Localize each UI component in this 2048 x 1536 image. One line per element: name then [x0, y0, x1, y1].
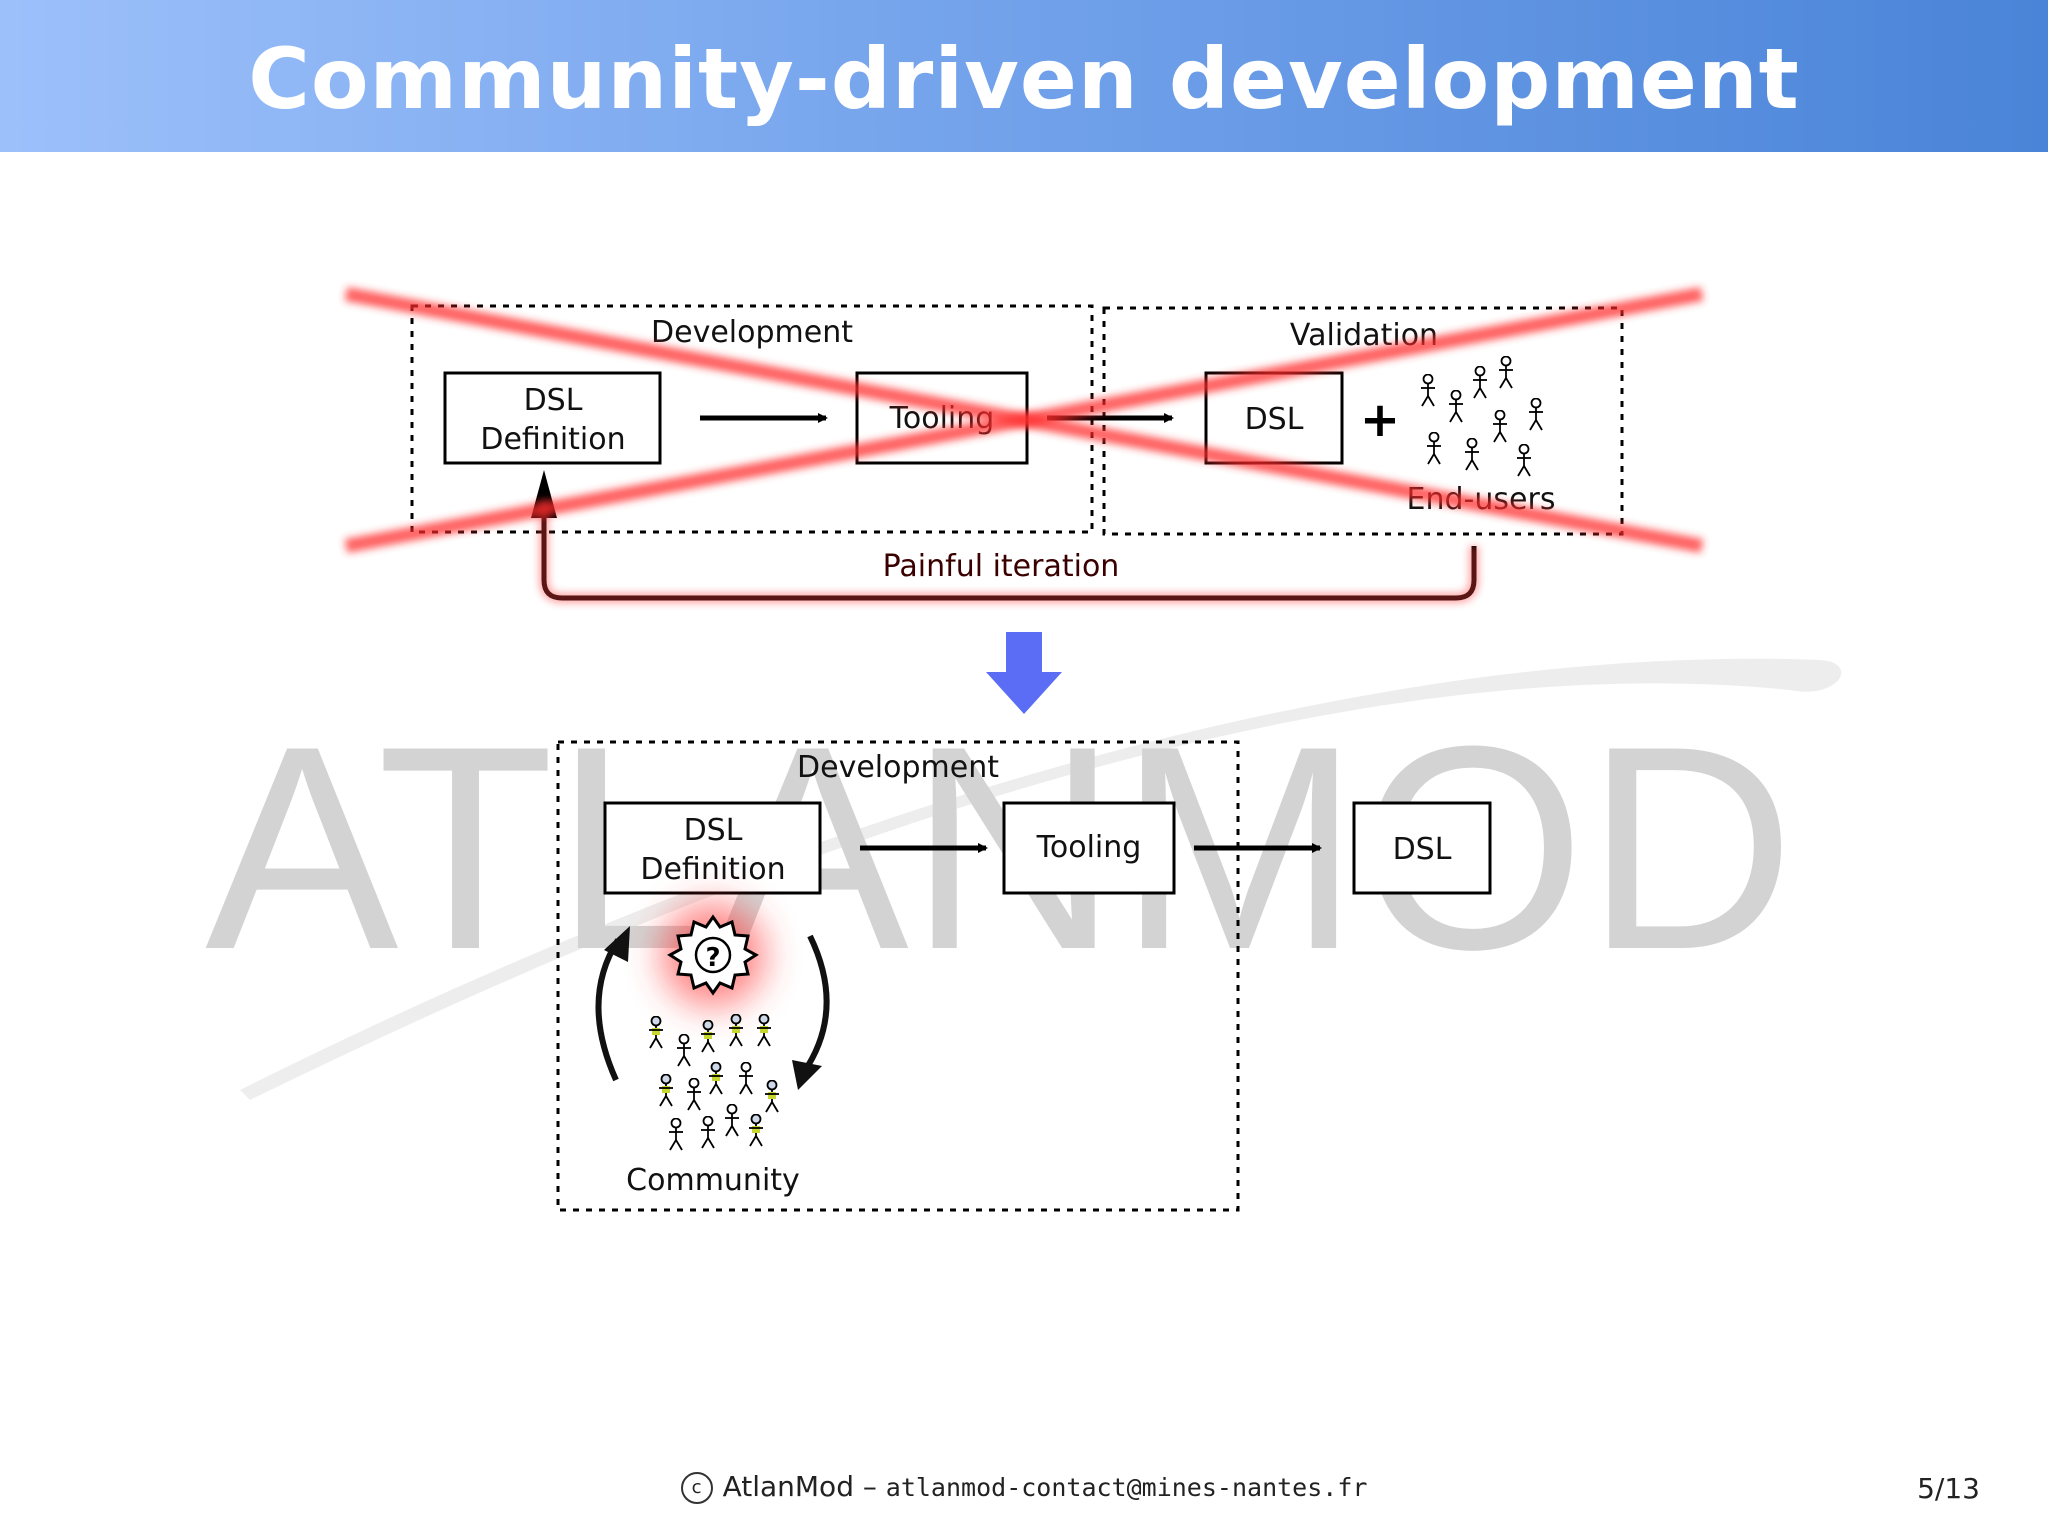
footer: c AtlanMod – atlanmod-contact@mines-nante…	[0, 1470, 2048, 1504]
top-development-label: Development	[651, 315, 853, 350]
page-number: 5/13	[1917, 1472, 1980, 1505]
watermark: ATLANMOD	[205, 658, 1842, 1100]
cycle-arrow-up	[595, 938, 621, 1082]
top-diagram: Development Validation DSL Definition To…	[344, 287, 1704, 603]
bottom-development-label: Development	[797, 750, 999, 785]
slide-title: Community-driven development	[248, 30, 1800, 128]
bottom-dsl-box	[1352, 801, 1492, 895]
top-dsl-definition-line1: DSL	[524, 383, 583, 418]
copyright-icon: c	[680, 1472, 713, 1504]
title-bar: Community-driven development	[0, 0, 2048, 152]
bottom-dsl-label: DSL	[1393, 832, 1452, 867]
gear-question-mark: ?	[705, 943, 720, 973]
bottom-dsl-definition-line1: DSL	[684, 813, 743, 848]
community-group	[648, 1014, 780, 1151]
bottom-dsl-definition-line2: Definition	[640, 852, 785, 887]
strike-cross	[344, 287, 1704, 553]
top-dsl-definition-box	[443, 371, 662, 465]
footer-org: AtlanMod –	[722, 1470, 877, 1503]
bottom-development-frame	[556, 740, 1240, 1212]
top-dsl-definition-line2: Definition	[480, 422, 625, 457]
bottom-diagram: Development DSL Definition Tooling DSL ?	[556, 740, 1492, 1212]
gear-question-icon: ?	[667, 914, 759, 996]
watermark-text: ATLANMOD	[205, 686, 1795, 1010]
footer-email[interactable]: atlanmod-contact@mines-nantes.fr	[885, 1473, 1368, 1502]
end-users-group	[1420, 356, 1544, 477]
bottom-dsl-definition-box	[603, 801, 822, 895]
painful-iteration-label: Painful iteration	[883, 549, 1120, 584]
bottom-tooling-box	[1002, 801, 1176, 895]
validation-frame	[1102, 306, 1624, 536]
transition-down-arrow	[986, 632, 1062, 714]
plus-sign: +	[1360, 392, 1400, 448]
community-label: Community	[626, 1163, 800, 1198]
bottom-tooling-label: Tooling	[1036, 830, 1142, 865]
cycle-arrow-down	[801, 934, 830, 1074]
top-dsl-label: DSL	[1245, 402, 1304, 437]
